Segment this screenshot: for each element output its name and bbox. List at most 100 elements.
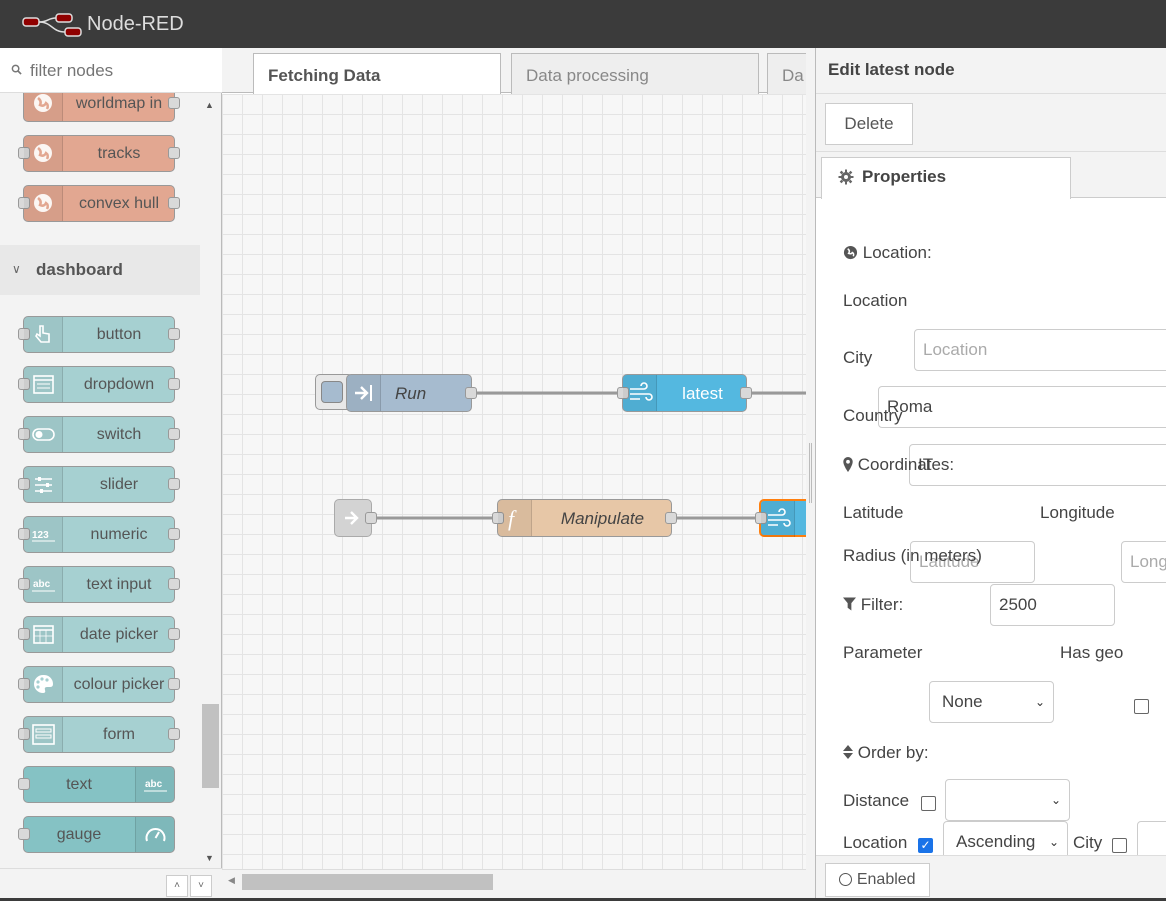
longitude-input[interactable] [1121,541,1166,583]
collapse-all-button[interactable]: ˄ [166,875,188,897]
delete-button[interactable]: Delete [825,103,913,145]
window-bottom-edge [0,898,1166,901]
tab-label: Data processing [526,66,649,85]
section-label: Location: [862,243,932,262]
has-geo-checkbox[interactable] [1134,699,1149,714]
flow-node-selected[interactable] [755,499,806,537]
palette-node-gauge[interactable]: gauge [18,816,175,853]
chevron-down-icon: ∨ [12,262,21,276]
palette-node-dropdown[interactable]: dropdown [18,366,180,403]
palette-node-switch[interactable]: switch [18,416,180,453]
palette-node-button[interactable]: button [18,316,180,353]
input-port [18,147,30,159]
tab-data-processing[interactable]: Data processing [511,53,759,94]
arrow-in-icon [345,511,359,525]
palette-node-convex-hull[interactable]: convex hull [18,185,180,222]
order-location-label: Location [843,833,908,852]
output-port [365,512,377,524]
palette-node-label: slider [99,476,139,493]
canvas-horizontal-scrollbar[interactable]: ◀ [222,869,806,901]
flow-canvas[interactable]: Run latest f Manipulate [222,94,806,869]
input-port [18,328,30,340]
order-city-label: City [1073,833,1103,852]
output-port [168,197,180,209]
city-order-checkbox[interactable] [1112,838,1127,853]
scroll-down-icon[interactable]: ▼ [205,853,214,863]
palette-node-slider[interactable]: slider [18,466,180,503]
has-geo-label: Has geo [1060,643,1124,662]
editor-toolbar: Delete [816,94,1166,152]
splitter-grip[interactable] [809,443,812,503]
palette-node-label: text [66,776,92,793]
svg-text:123: 123 [32,530,49,541]
latitude-label: Latitude [843,503,904,522]
parameter-select[interactable]: None ⌄ [929,681,1054,723]
country-input[interactable] [909,444,1166,486]
palette-icon [24,667,63,702]
app-title: Node-RED [87,13,184,35]
city-order-select[interactable] [1137,821,1166,855]
text-input-icon: abc [24,567,63,602]
palette-node-list: worldmap in tracks convex hull ∨ dashboa… [0,93,200,871]
sort-icon [843,745,853,759]
palette-node-worldmap-in[interactable]: worldmap in [23,93,180,122]
filter-nodes-input[interactable] [30,60,210,82]
palette-node-text-input[interactable]: abc text input [18,566,180,603]
palette-node-form[interactable]: form [18,716,180,753]
distance-checkbox[interactable] [921,796,936,811]
location-order-select[interactable]: Ascending ⌄ [943,821,1068,855]
gauge-icon [135,817,174,852]
palette-node-text[interactable]: text abc [18,766,175,803]
flow-node-label: Run [395,384,427,403]
palette-node-colour-picker[interactable]: colour picker [18,666,180,703]
sliders-icon [24,467,63,502]
palette-category-dashboard[interactable]: ∨ dashboard [0,245,200,295]
globe-icon [24,136,63,171]
panel-splitter[interactable] [806,48,815,901]
select-value: Ascending [956,832,1036,851]
latitude-input[interactable] [910,541,1035,583]
distance-order-select[interactable]: ⌄ [945,779,1070,821]
enabled-toggle-button[interactable]: Enabled [825,863,930,897]
palette-node-label: tracks [97,145,141,162]
location-order-checkbox[interactable]: ✓ [918,838,933,853]
input-port [18,197,30,209]
city-input[interactable] [878,386,1166,428]
palette-node-date-picker[interactable]: date picker [18,616,180,653]
select-value: None [942,692,983,711]
palette-node-label: text input [86,576,152,593]
output-port [168,528,180,540]
input-port [617,387,629,399]
palette-scroll-thumb[interactable] [202,704,219,788]
country-label: Country [843,406,903,425]
flow-node-inject-disabled[interactable] [334,499,377,537]
location-section-header: Location: [843,243,932,263]
scroll-left-icon[interactable]: ◀ [228,875,235,885]
flow-node-manipulate[interactable]: f Manipulate [492,499,677,537]
expand-all-button[interactable]: ˅ [190,875,212,897]
flow-node-run[interactable]: Run [346,374,477,412]
section-label: Filter: [860,595,904,614]
palette-node-tracks[interactable]: tracks [18,135,180,172]
output-port [168,378,180,390]
output-port [168,478,180,490]
radius-input[interactable] [990,584,1115,626]
palette-filter [0,48,222,93]
input-port [492,512,504,524]
palette-footer: ˄ ˅ [0,868,222,901]
input-port [18,428,30,440]
palette-node-numeric[interactable]: 123 numeric [18,516,180,553]
scroll-up-icon[interactable]: ▲ [205,100,214,110]
hand-pointer-icon [24,317,63,352]
location-input[interactable] [914,329,1166,371]
palette-node-label: date picker [79,626,159,643]
canvas-scroll-thumb[interactable] [242,874,493,890]
editor-footer: Enabled [816,855,1166,901]
palette-scrollbar[interactable] [200,93,221,871]
tab-properties[interactable]: Properties [821,157,1071,199]
input-port [755,512,767,524]
flow-node-latest[interactable]: latest [617,374,752,412]
tab-fetching-data[interactable]: Fetching Data [253,53,501,94]
category-label: dashboard [36,260,123,279]
output-port [168,728,180,740]
